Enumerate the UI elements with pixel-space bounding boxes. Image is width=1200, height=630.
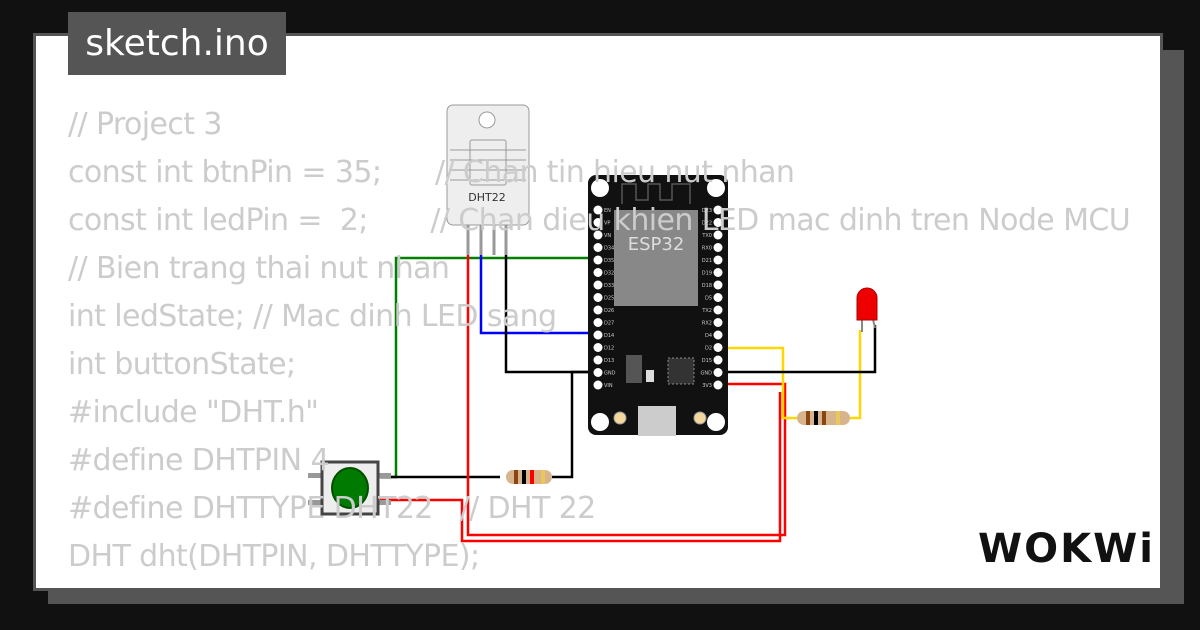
wire-red-button xyxy=(380,392,782,543)
esp32-label: ESP32 xyxy=(628,234,685,255)
wokwi-logo: WOKWi xyxy=(978,526,1155,572)
code-line: float xyxy=(68,581,1132,591)
esp32-pin-d25[interactable] xyxy=(593,293,603,302)
dht-label: DHT22 xyxy=(468,191,505,204)
esp32-pin-label: D15 xyxy=(702,358,712,364)
code-line: #define DHTTYPE DHT22 // DHT 22 xyxy=(68,491,596,526)
push-button[interactable] xyxy=(308,460,391,516)
esp32-pin-label: VIN xyxy=(604,383,613,389)
esp32-pin-d15[interactable] xyxy=(713,355,723,365)
code-line: const int ledPin = 2; // Chan dieu khien… xyxy=(68,203,1131,238)
esp32-pin-rx0[interactable] xyxy=(713,243,723,252)
esp32-pin-d22[interactable] xyxy=(713,218,723,227)
esp32-pin-label: TX2 xyxy=(701,308,712,314)
esp32-pin-label: D4 xyxy=(705,333,712,339)
wire-red-dht xyxy=(466,225,787,537)
esp32-pin-d14[interactable] xyxy=(593,330,603,340)
code-line: int buttonState; xyxy=(68,347,296,382)
esp32-pin-rx2[interactable] xyxy=(713,318,723,327)
esp32-pin-vp[interactable] xyxy=(593,218,603,227)
esp32-pin-d2[interactable] xyxy=(713,343,723,352)
esp32-pin-label: D21 xyxy=(702,258,712,264)
esp32-pin-label: VN xyxy=(604,233,611,239)
code-line: // Project 3 xyxy=(68,107,222,142)
esp32-pin-d35[interactable] xyxy=(593,255,603,265)
code-line: DHT dht(DHTPIN, DHTTYPE); xyxy=(68,539,480,574)
esp32-pin-d19[interactable] xyxy=(713,268,723,277)
esp32-pin-label: TX0 xyxy=(701,233,712,239)
esp32-pin-label: D22 xyxy=(702,221,712,227)
esp32-pin-gnd[interactable] xyxy=(593,368,603,377)
esp32-pin-label: D26 xyxy=(604,308,614,314)
resistor-button[interactable] xyxy=(506,470,552,484)
wire-black-dht xyxy=(504,225,598,374)
esp32-pin-d12[interactable] xyxy=(593,343,603,352)
esp32-pin-label: D5 xyxy=(705,296,712,302)
esp32-pin-label: D18 xyxy=(702,283,712,289)
esp32-pin-label: D12 xyxy=(604,346,614,352)
esp32-pin-label: D35 xyxy=(604,258,614,264)
wire-yellow xyxy=(722,346,797,420)
esp32-pin-d33[interactable] xyxy=(593,280,603,290)
esp32-pin-label: RX2 xyxy=(702,321,712,327)
esp32-pin-label: EN xyxy=(604,208,611,214)
esp32-pin-d18[interactable] xyxy=(713,280,723,290)
esp32-pin-d26[interactable] xyxy=(593,305,603,315)
code-line: const int btnPin = 35; // Chan tin hieu … xyxy=(68,155,795,190)
wire-yellow-led xyxy=(850,330,862,420)
file-tab: sketch.ino xyxy=(68,12,286,75)
esp32-pin-label: GND xyxy=(701,371,713,377)
esp32-pin-d32[interactable] xyxy=(593,268,603,277)
esp32-pin-label: D34 xyxy=(604,246,614,252)
red-led[interactable] xyxy=(856,287,878,332)
esp32-pin-label: VP xyxy=(604,221,610,227)
wires xyxy=(380,225,877,543)
esp32-pin-label: D14 xyxy=(604,333,614,339)
esp32-pin-vn[interactable] xyxy=(593,230,603,240)
code-preview: // Project 3 const int btnPin = 35; // Ch… xyxy=(68,101,1132,591)
wire-black-resistor xyxy=(552,370,598,479)
esp32-pin-d23[interactable] xyxy=(713,205,723,215)
esp32-pin-d27[interactable] xyxy=(593,318,603,327)
esp32-pin-label: GND xyxy=(604,371,616,377)
code-line: #define DHTPIN 4 xyxy=(68,443,330,478)
esp32-pin-d4[interactable] xyxy=(713,330,723,340)
code-line: int ledState; // Mac dinh LED sang xyxy=(68,299,557,334)
esp32-pin-label: D25 xyxy=(604,296,614,302)
esp32-pin-label: 3V3 xyxy=(702,383,712,389)
esp32-pin-label: RX0 xyxy=(702,246,712,252)
esp32-pin-label: D2 xyxy=(705,346,712,352)
esp32-pin-label: D19 xyxy=(702,271,712,277)
esp32-pin-gnd[interactable] xyxy=(713,368,723,377)
esp32-pin-tx0[interactable] xyxy=(713,230,723,240)
esp32-pin-d21[interactable] xyxy=(713,255,723,265)
esp32-pin-3v3[interactable] xyxy=(713,380,723,390)
esp32-pin-en[interactable] xyxy=(593,205,603,215)
esp32-pin-tx2[interactable] xyxy=(713,305,723,315)
dht22-sensor[interactable]: DHT22 xyxy=(446,104,530,255)
resistor-led[interactable] xyxy=(797,411,850,425)
esp32-pin-label: D33 xyxy=(604,283,614,289)
code-line: // Bien trang thai nut nhan xyxy=(68,251,450,286)
esp32-pin-label: D23 xyxy=(702,208,712,214)
esp32-pin-label: D13 xyxy=(604,358,614,364)
code-line: #include "DHT.h" xyxy=(68,395,319,430)
esp32-board[interactable]: ESP32 ENVPVND34D35D32D33D25D26D27D14D12D… xyxy=(588,175,728,436)
esp32-pin-d5[interactable] xyxy=(713,293,723,302)
wire-black-led xyxy=(722,325,877,374)
esp32-pin-vin[interactable] xyxy=(593,380,603,390)
esp32-pin-d34[interactable] xyxy=(593,243,603,252)
esp32-pin-label: D27 xyxy=(604,321,614,327)
esp32-pin-label: D32 xyxy=(604,271,614,277)
esp32-pin-d13[interactable] xyxy=(593,355,603,365)
